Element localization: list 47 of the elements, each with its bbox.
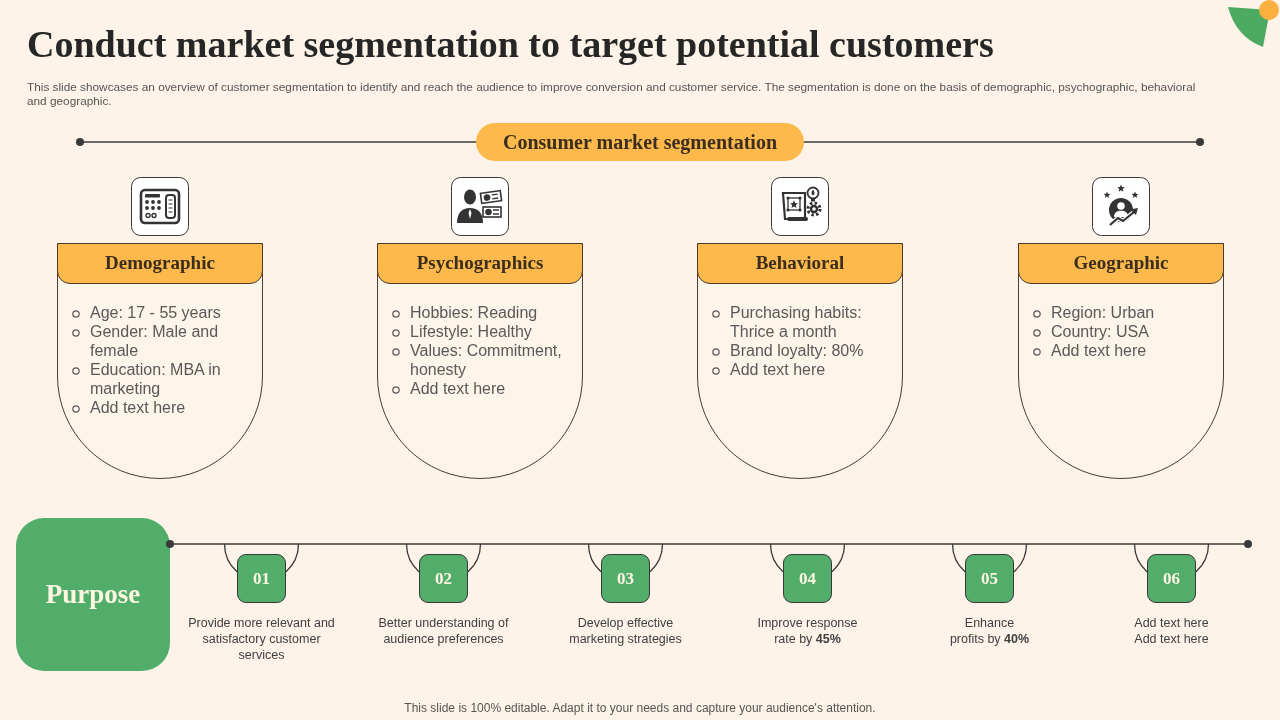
bullet-text: Gender: Male and female <box>90 322 220 360</box>
bullet-text: Brand loyalty: 80% <box>730 341 864 360</box>
branch-arc <box>587 543 664 573</box>
bullet-text: Region: Urban <box>1051 303 1155 322</box>
step-number-badge: 01 <box>237 554 286 603</box>
branch-arc <box>223 543 300 573</box>
bullet-text: Country: USA <box>1051 322 1149 341</box>
slide-title: Conduct market segmentation to target potential customers <box>27 22 994 66</box>
bullet-text: Add text here <box>1051 341 1147 360</box>
card-header: Geographic <box>1018 243 1224 284</box>
timeline-line <box>166 540 1252 548</box>
bullet-text: Lifestyle: Healthy <box>410 322 532 341</box>
card-header: Behavioral <box>697 243 903 284</box>
step-description: Develop effective marketing strategies <box>568 615 683 647</box>
step-description: Add text here <box>1133 615 1210 631</box>
card-header: Psychographics <box>377 243 583 284</box>
step-number-badge: 04 <box>783 554 832 603</box>
purpose-box: Purpose <box>16 518 170 671</box>
step-description: Add text here <box>1133 631 1210 647</box>
bullet-text: Values: Commitment, honesty <box>410 341 563 379</box>
branch-arc <box>769 543 846 573</box>
category-pill: Consumer market segmentation <box>476 123 804 161</box>
card-header: Demographic <box>57 243 263 284</box>
step-number-badge: 05 <box>965 554 1014 603</box>
branch-arc <box>1133 543 1210 573</box>
step-description: Better understanding of audience preferences <box>377 615 510 647</box>
branch-arc <box>405 543 482 573</box>
subtitle-text: This slide showcases an overview of customer segmentation to identify and reach the audience to improve conversion and customer service. The segmentation is done on the basis of demographic, psychographic, behavioral and geographic. <box>27 80 1197 108</box>
step-number-badge: 03 <box>601 554 650 603</box>
bullet-text: Hobbies: Reading <box>410 303 538 322</box>
bullet-text: Add text here <box>90 398 186 417</box>
bullet-text: Add text here <box>410 379 506 398</box>
segment-card <box>1018 243 1224 479</box>
step-number-badge: 06 <box>1147 554 1196 603</box>
segment-card <box>697 243 903 479</box>
step-description: Improve response rate by 45% <box>756 615 859 647</box>
bullet-text: Add text here <box>730 360 826 379</box>
segment-card <box>377 243 583 479</box>
bullet-text: Purchasing habits: Thrice a month <box>730 303 863 341</box>
bullet-text: Age: 17 - 55 years <box>90 303 221 322</box>
segment-card <box>57 243 263 479</box>
step-description: Provide more relevant and satisfactory customer services <box>187 615 336 663</box>
branch-arc <box>951 543 1028 573</box>
step-number-badge: 02 <box>419 554 468 603</box>
bullet-text: Education: MBA in marketing <box>90 360 222 398</box>
step-description: Enhance profits by 40% <box>948 615 1031 647</box>
footer-note: This slide is 100% editable. Adapt it to your needs and capture your audience's attention. <box>403 701 877 715</box>
